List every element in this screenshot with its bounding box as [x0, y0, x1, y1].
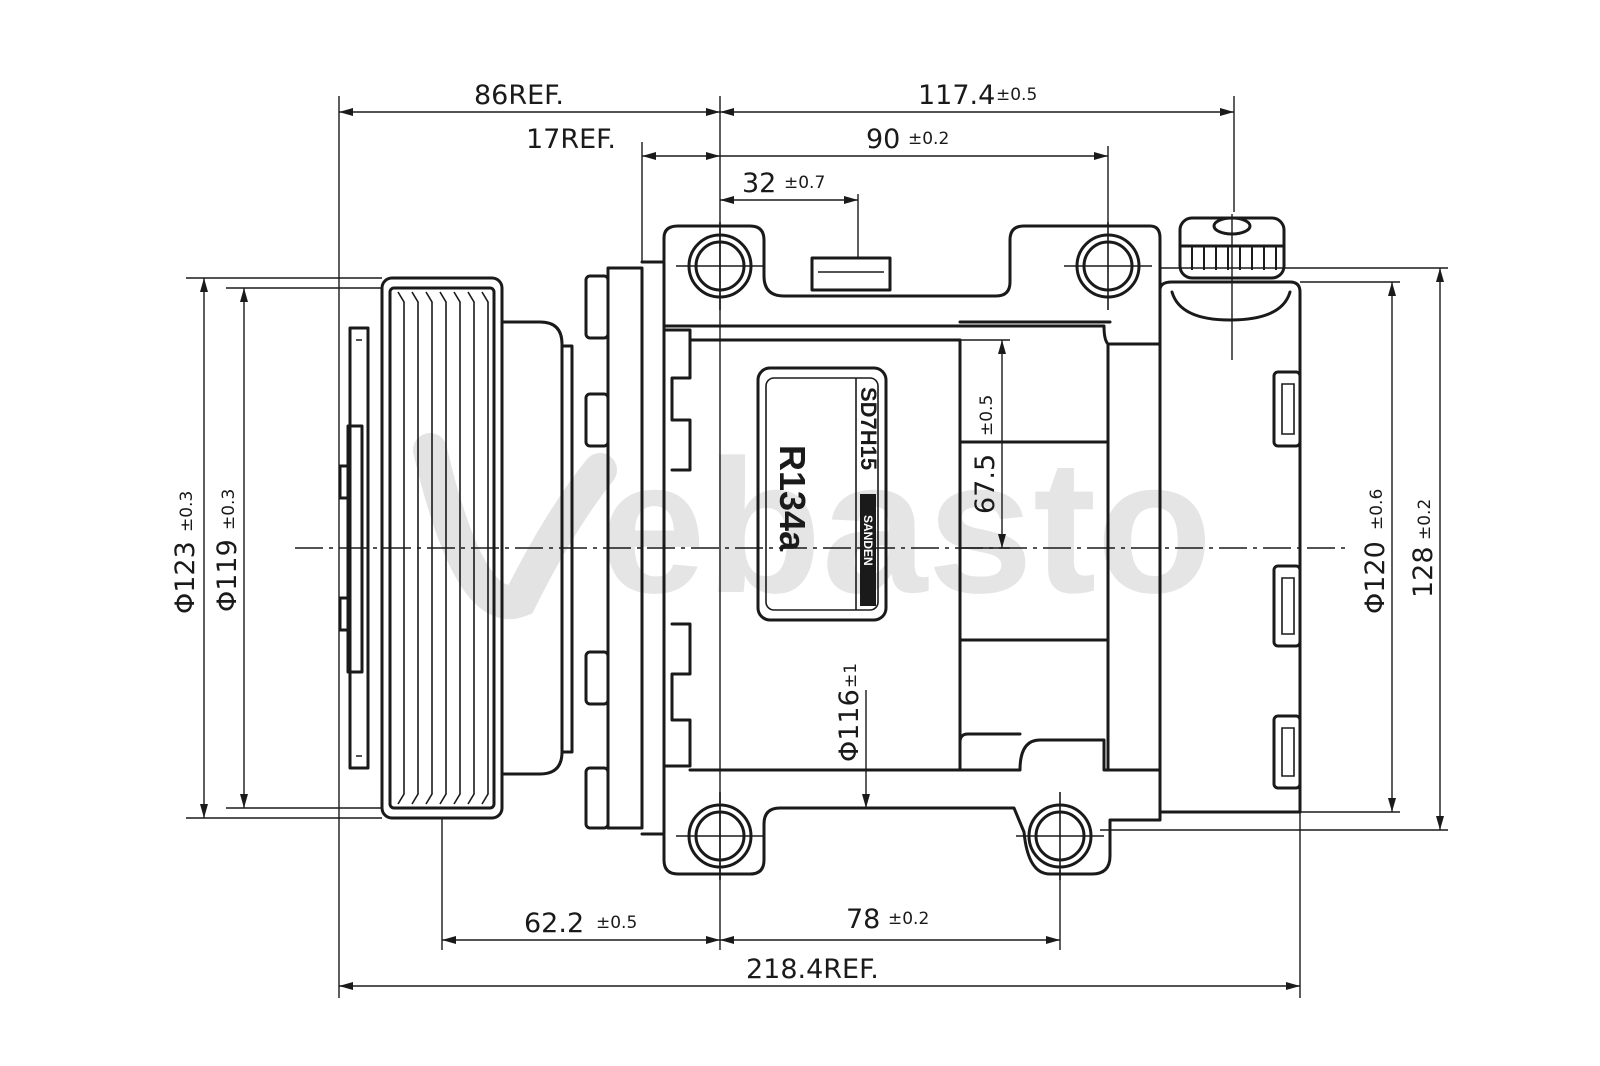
dim-128-tol: ±0.2 — [1415, 499, 1435, 540]
compressor-body — [662, 224, 1162, 876]
dimension-labels: 86REF. 117.4 ±0.5 17REF. 90 ±0.2 32 ±0.7… — [170, 80, 1439, 985]
dim-dia-116: Φ116 — [834, 689, 865, 762]
label-dark-band — [860, 494, 876, 606]
dim-67-5-tol: ±0.5 — [977, 395, 997, 436]
dim-117-4-tol: ±0.5 — [996, 85, 1037, 105]
dim-dia-116-tol: ±1 — [841, 663, 861, 688]
dim-218-4ref: 218.4REF. — [746, 954, 879, 985]
dim-78: 78 — [846, 904, 880, 935]
dim-67-5: 67.5 — [970, 454, 1001, 514]
dim-117-4: 117.4 — [918, 80, 995, 111]
label-plate: SD7H15 R134a SANDEN — [756, 366, 888, 622]
label-model: SD7H15 — [856, 387, 881, 470]
dim-128: 128 — [1408, 546, 1439, 598]
dim-32: 32 — [742, 168, 776, 199]
watermark-text: ebasto — [600, 421, 1212, 633]
dim-90: 90 — [866, 124, 900, 155]
dim-86ref: 86REF. — [474, 80, 564, 111]
label-refrigerant: R134a — [772, 445, 813, 552]
dim-17ref: 17REF. — [526, 124, 616, 155]
dim-dia-120: Φ120 — [1360, 541, 1391, 614]
dim-dia-120-tol: ±0.6 — [1367, 489, 1387, 530]
dim-62-2-tol: ±0.5 — [596, 913, 637, 933]
mount-hole-bottom-right — [1016, 792, 1104, 880]
dim-62-2: 62.2 — [524, 908, 584, 939]
pulley-clutch — [338, 276, 574, 820]
label-maker: SANDEN — [861, 515, 875, 566]
front-housing — [584, 260, 692, 836]
watermark-logo-mark — [413, 433, 617, 619]
dim-dia-123-tol: ±0.3 — [177, 491, 197, 532]
dim-90-tol: ±0.2 — [908, 129, 949, 149]
dim-dia-119-tol: ±0.3 — [219, 489, 239, 530]
mount-hole-top-right — [1064, 222, 1152, 310]
dimension-lines — [200, 108, 1444, 990]
dim-32-tol: ±0.7 — [784, 173, 825, 193]
dim-dia-123: Φ123 — [170, 541, 201, 614]
dim-78-tol: ±0.2 — [888, 909, 929, 929]
dim-dia-119: Φ119 — [212, 539, 243, 612]
